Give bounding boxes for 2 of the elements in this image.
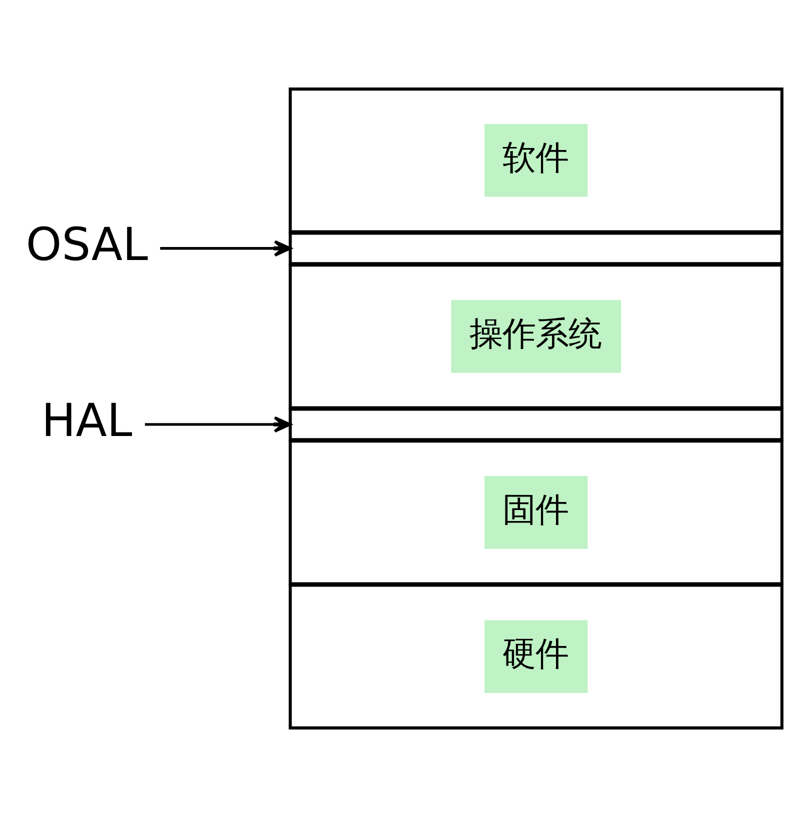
- node-text: OSAL: [26, 218, 148, 271]
- node-text: HAL: [42, 394, 132, 447]
